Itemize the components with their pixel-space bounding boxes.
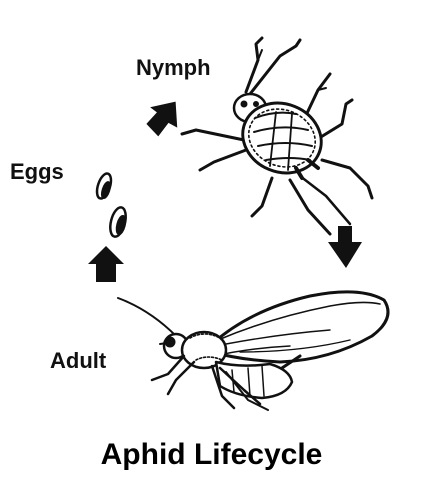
diagram-title: Aphid Lifecycle [0,438,423,472]
eggs-illustration [94,172,128,238]
arrow-nymph-to-adult [328,226,362,268]
arrow-adult-to-eggs [88,246,124,282]
adult-label: Adult [50,348,106,374]
adult-illustration [118,292,388,410]
eggs-label: Eggs [10,159,64,185]
arrow-eggs-to-nymph [144,102,180,138]
nymph-label: Nymph [136,55,211,81]
